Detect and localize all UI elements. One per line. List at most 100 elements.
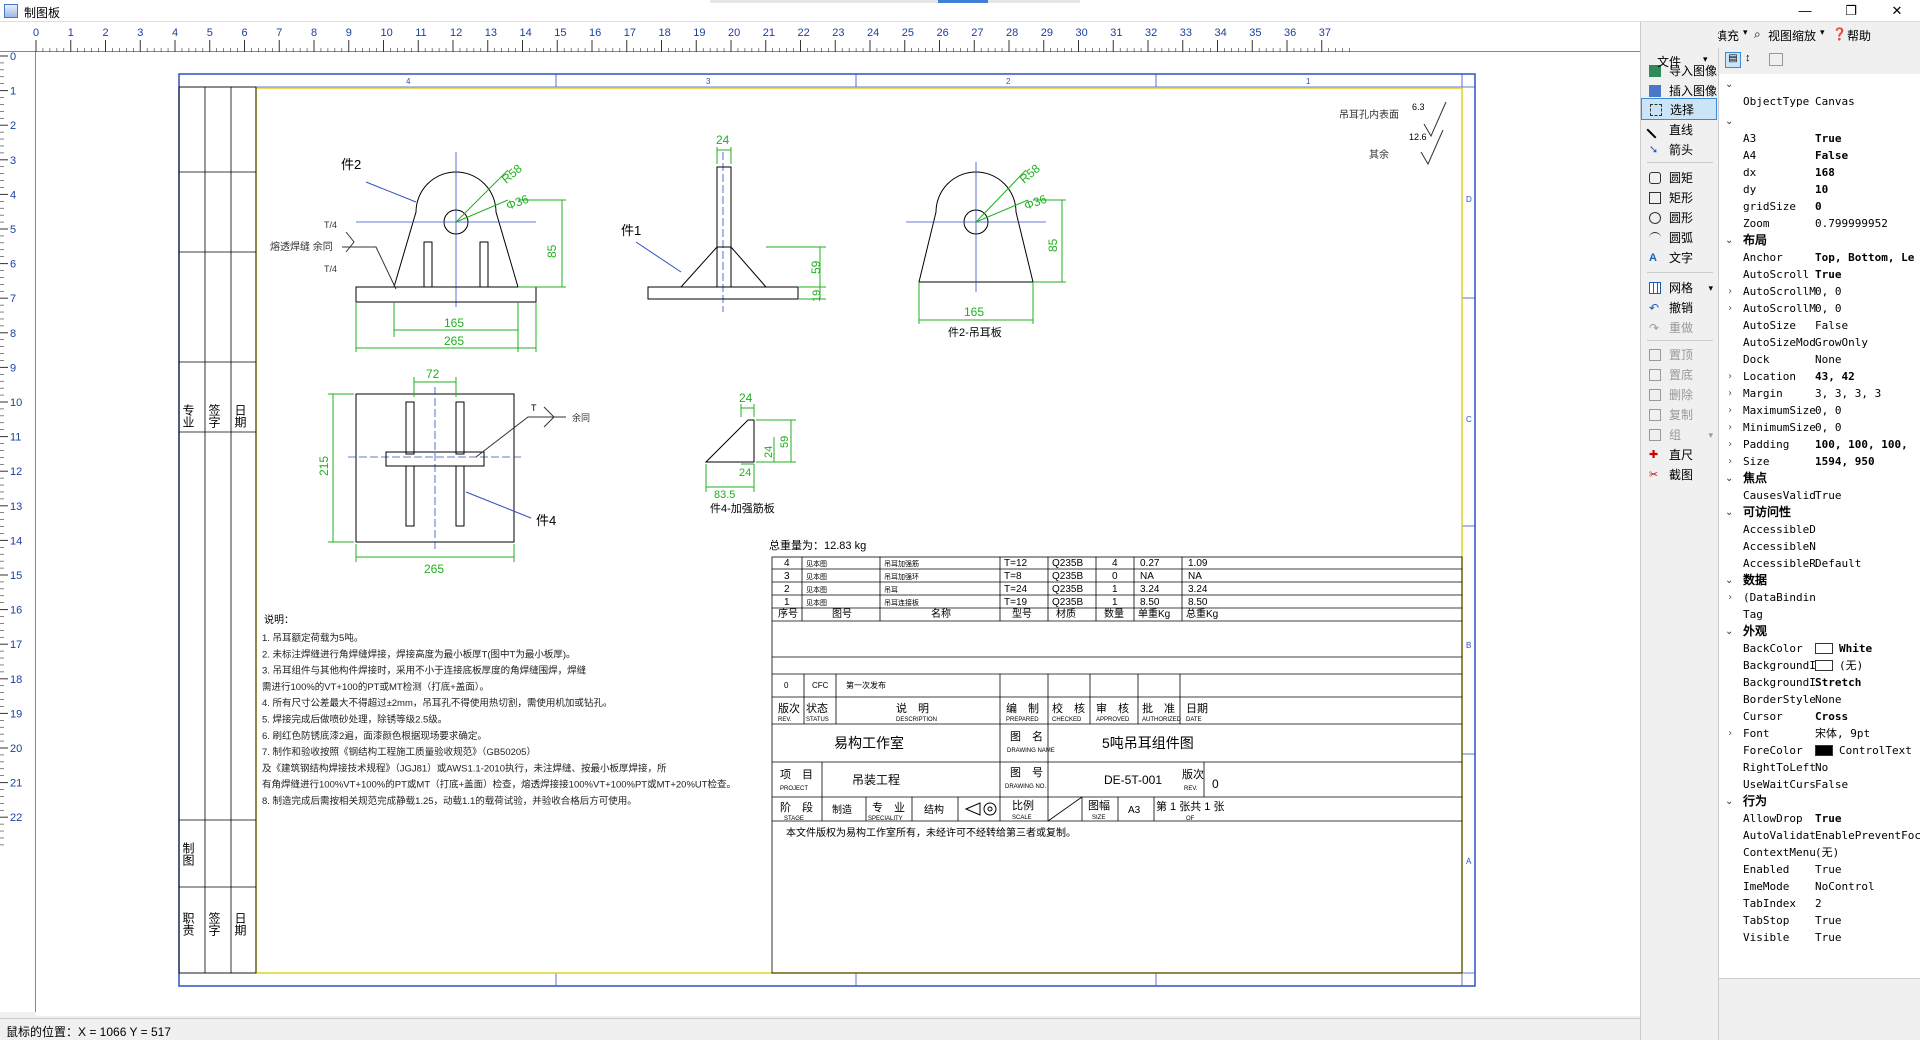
property-value[interactable]: GrowOnly	[1815, 336, 1868, 349]
top-scroll-strip[interactable]	[710, 0, 1080, 3]
property-value[interactable]: True	[1815, 132, 1842, 145]
property-category[interactable]: ⌄行为	[1725, 794, 1768, 808]
property-value[interactable]: None	[1815, 353, 1842, 366]
property-value[interactable]: 0, 0	[1815, 404, 1842, 417]
property-value[interactable]: Canvas	[1815, 95, 1855, 108]
tool-ruler[interactable]: ✚直尺	[1641, 444, 1717, 466]
tool-line[interactable]: 直线	[1641, 119, 1717, 141]
menu-help-icon[interactable]: ❓	[1832, 27, 1847, 41]
property-value[interactable]: True	[1815, 489, 1842, 502]
tool-group[interactable]: 组▾	[1641, 424, 1717, 446]
property-pages-icon[interactable]	[1769, 53, 1783, 66]
menu-fill[interactable]: 填充	[1715, 29, 1740, 43]
expand-chevron-icon[interactable]: ›	[1727, 388, 1734, 399]
expand-chevron-icon[interactable]: ›	[1727, 286, 1734, 297]
minimize-button[interactable]: —	[1798, 3, 1812, 18]
grid-dropdown-icon[interactable]: ▾	[1708, 283, 1713, 293]
property-value[interactable]: True	[1815, 914, 1842, 927]
tool-redo[interactable]: ↷重做	[1641, 317, 1717, 339]
property-value[interactable]: Cross	[1815, 710, 1849, 723]
expand-chevron-icon[interactable]: ›	[1727, 303, 1734, 314]
file-dropdown-icon[interactable]: ▾	[1703, 54, 1708, 64]
menu-zoom-icon[interactable]: ⌕	[1754, 27, 1761, 41]
property-value[interactable]: 100, 100, 100,	[1815, 438, 1908, 451]
tool-import-image[interactable]: 导入图像	[1641, 60, 1717, 82]
tool-send-bottom[interactable]: 置底	[1641, 364, 1717, 386]
property-category[interactable]: ⌄布局	[1725, 233, 1768, 247]
property-value[interactable]: NoControl	[1815, 880, 1875, 893]
property-category[interactable]: ⌄可访问性	[1725, 505, 1792, 519]
expand-chevron-icon[interactable]: ›	[1727, 405, 1734, 416]
tool-arrow[interactable]: ➘箭头	[1641, 139, 1717, 161]
property-value[interactable]: 2	[1815, 897, 1822, 910]
property-value[interactable]: 3, 3, 3, 3	[1815, 387, 1882, 400]
property-value[interactable]: Default	[1815, 557, 1862, 570]
property-value[interactable]: 1594, 950	[1815, 455, 1875, 468]
property-value[interactable]: Stretch	[1815, 676, 1862, 689]
close-button[interactable]: ✕	[1891, 3, 1903, 18]
tool-delete[interactable]: 删除	[1641, 384, 1717, 406]
property-row[interactable]: ContextMenu(无)	[1719, 844, 1920, 861]
property-value[interactable]: True	[1815, 931, 1842, 944]
property-value[interactable]: (无)	[1815, 657, 1863, 674]
group-dropdown-icon[interactable]: ▾	[1708, 430, 1713, 440]
menu-zoom[interactable]: 视图缩放	[1768, 29, 1817, 43]
property-row[interactable]: AccessibleD	[1719, 521, 1920, 538]
categorized-icon[interactable]: ▤	[1725, 52, 1741, 68]
menu-fill-dropdown-icon[interactable]: ▾	[1743, 27, 1748, 37]
property-value[interactable]: 0, 0	[1815, 285, 1842, 298]
property-value[interactable]: (无)	[1815, 846, 1840, 859]
property-value[interactable]: 43, 42	[1815, 370, 1855, 383]
property-value[interactable]: True	[1815, 812, 1842, 825]
menu-help[interactable]: 帮助	[1847, 29, 1872, 43]
property-category[interactable]: ⌄数据	[1725, 573, 1768, 587]
property-value[interactable]: ControlText	[1815, 742, 1912, 759]
property-row[interactable]: Tag	[1719, 606, 1920, 623]
tool-arc[interactable]: 圆弧	[1641, 227, 1717, 249]
file-menu[interactable]: 文件	[1657, 55, 1682, 69]
expand-chevron-icon[interactable]: ›	[1727, 439, 1734, 450]
tool-rect[interactable]: 矩形	[1641, 187, 1717, 209]
property-value[interactable]: EnablePreventFocus	[1815, 829, 1920, 842]
sort-alpha-icon[interactable]: ↕	[1745, 52, 1751, 64]
tool-roundrect[interactable]: 圆矩	[1641, 167, 1717, 189]
property-row[interactable]: AccessibleN	[1719, 538, 1920, 555]
restore-button[interactable]: ❐	[1845, 3, 1857, 18]
property-value[interactable]: 0, 0	[1815, 421, 1842, 434]
tool-copy[interactable]: 复制	[1641, 404, 1717, 426]
property-value[interactable]: 0, 0	[1815, 302, 1842, 315]
expand-chevron-icon[interactable]: ›	[1727, 371, 1734, 382]
property-value[interactable]: False	[1815, 319, 1849, 332]
property-group[interactable]: ⌄	[1719, 113, 1920, 130]
property-category[interactable]: ⌄焦点	[1725, 471, 1768, 485]
expand-chevron-icon[interactable]: ›	[1727, 456, 1734, 467]
tool-screenshot[interactable]: ✂截图	[1641, 464, 1717, 486]
